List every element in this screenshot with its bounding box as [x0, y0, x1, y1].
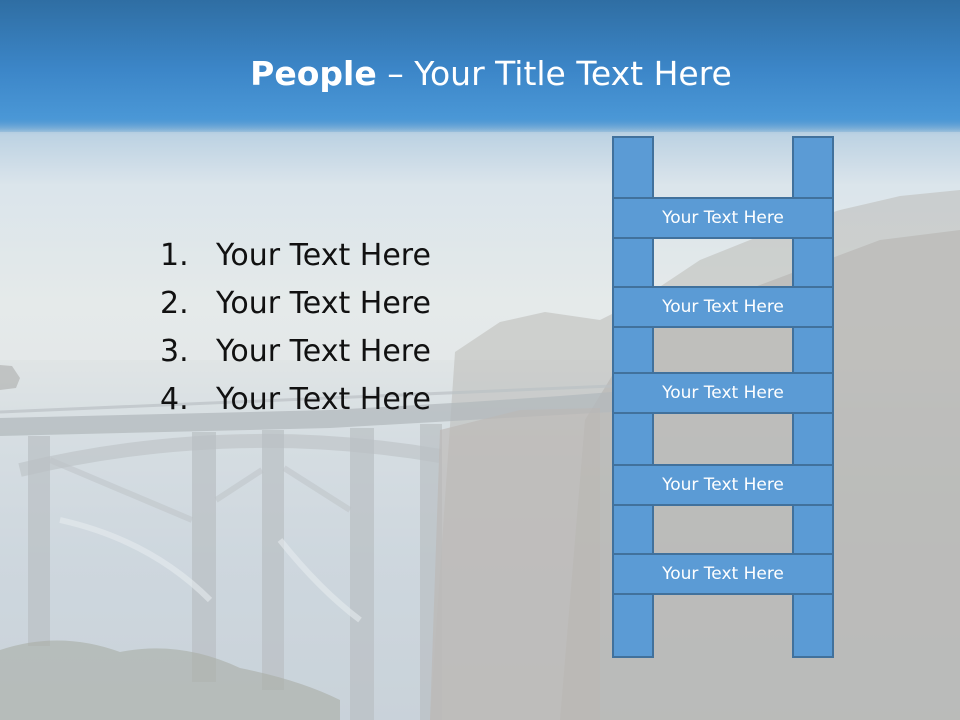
list-item-number: 1. — [160, 238, 189, 273]
header-band — [0, 0, 960, 132]
list-item: 1. Your Text Here — [160, 232, 431, 280]
slide-title: People – Your Title Text Here — [0, 52, 960, 96]
numbered-list: 1. Your Text Here 2. Your Text Here 3. Your… — [160, 232, 431, 424]
list-item: 2. Your Text Here — [160, 280, 431, 328]
title-rest: – Your Title Text Here — [376, 54, 732, 93]
list-item: 3. Your Text Here — [160, 328, 431, 376]
ladder-step-1[interactable]: Your Text Here — [612, 197, 834, 239]
ladder-step-2[interactable]: Your Text Here — [612, 286, 834, 328]
list-item-text: Your Text Here — [216, 382, 431, 417]
list-item-number: 2. — [160, 286, 189, 321]
list-item-number: 3. — [160, 334, 189, 369]
list-item-text: Your Text Here — [216, 286, 431, 321]
list-item-text: Your Text Here — [216, 238, 431, 273]
title-bold-word: People — [250, 54, 377, 93]
ladder-step-3[interactable]: Your Text Here — [612, 372, 834, 414]
ladder-step-4[interactable]: Your Text Here — [612, 464, 834, 506]
list-item-number: 4. — [160, 382, 189, 417]
list-item-text: Your Text Here — [216, 334, 431, 369]
list-item: 4. Your Text Here — [160, 376, 431, 424]
ladder-step-5[interactable]: Your Text Here — [612, 553, 834, 595]
